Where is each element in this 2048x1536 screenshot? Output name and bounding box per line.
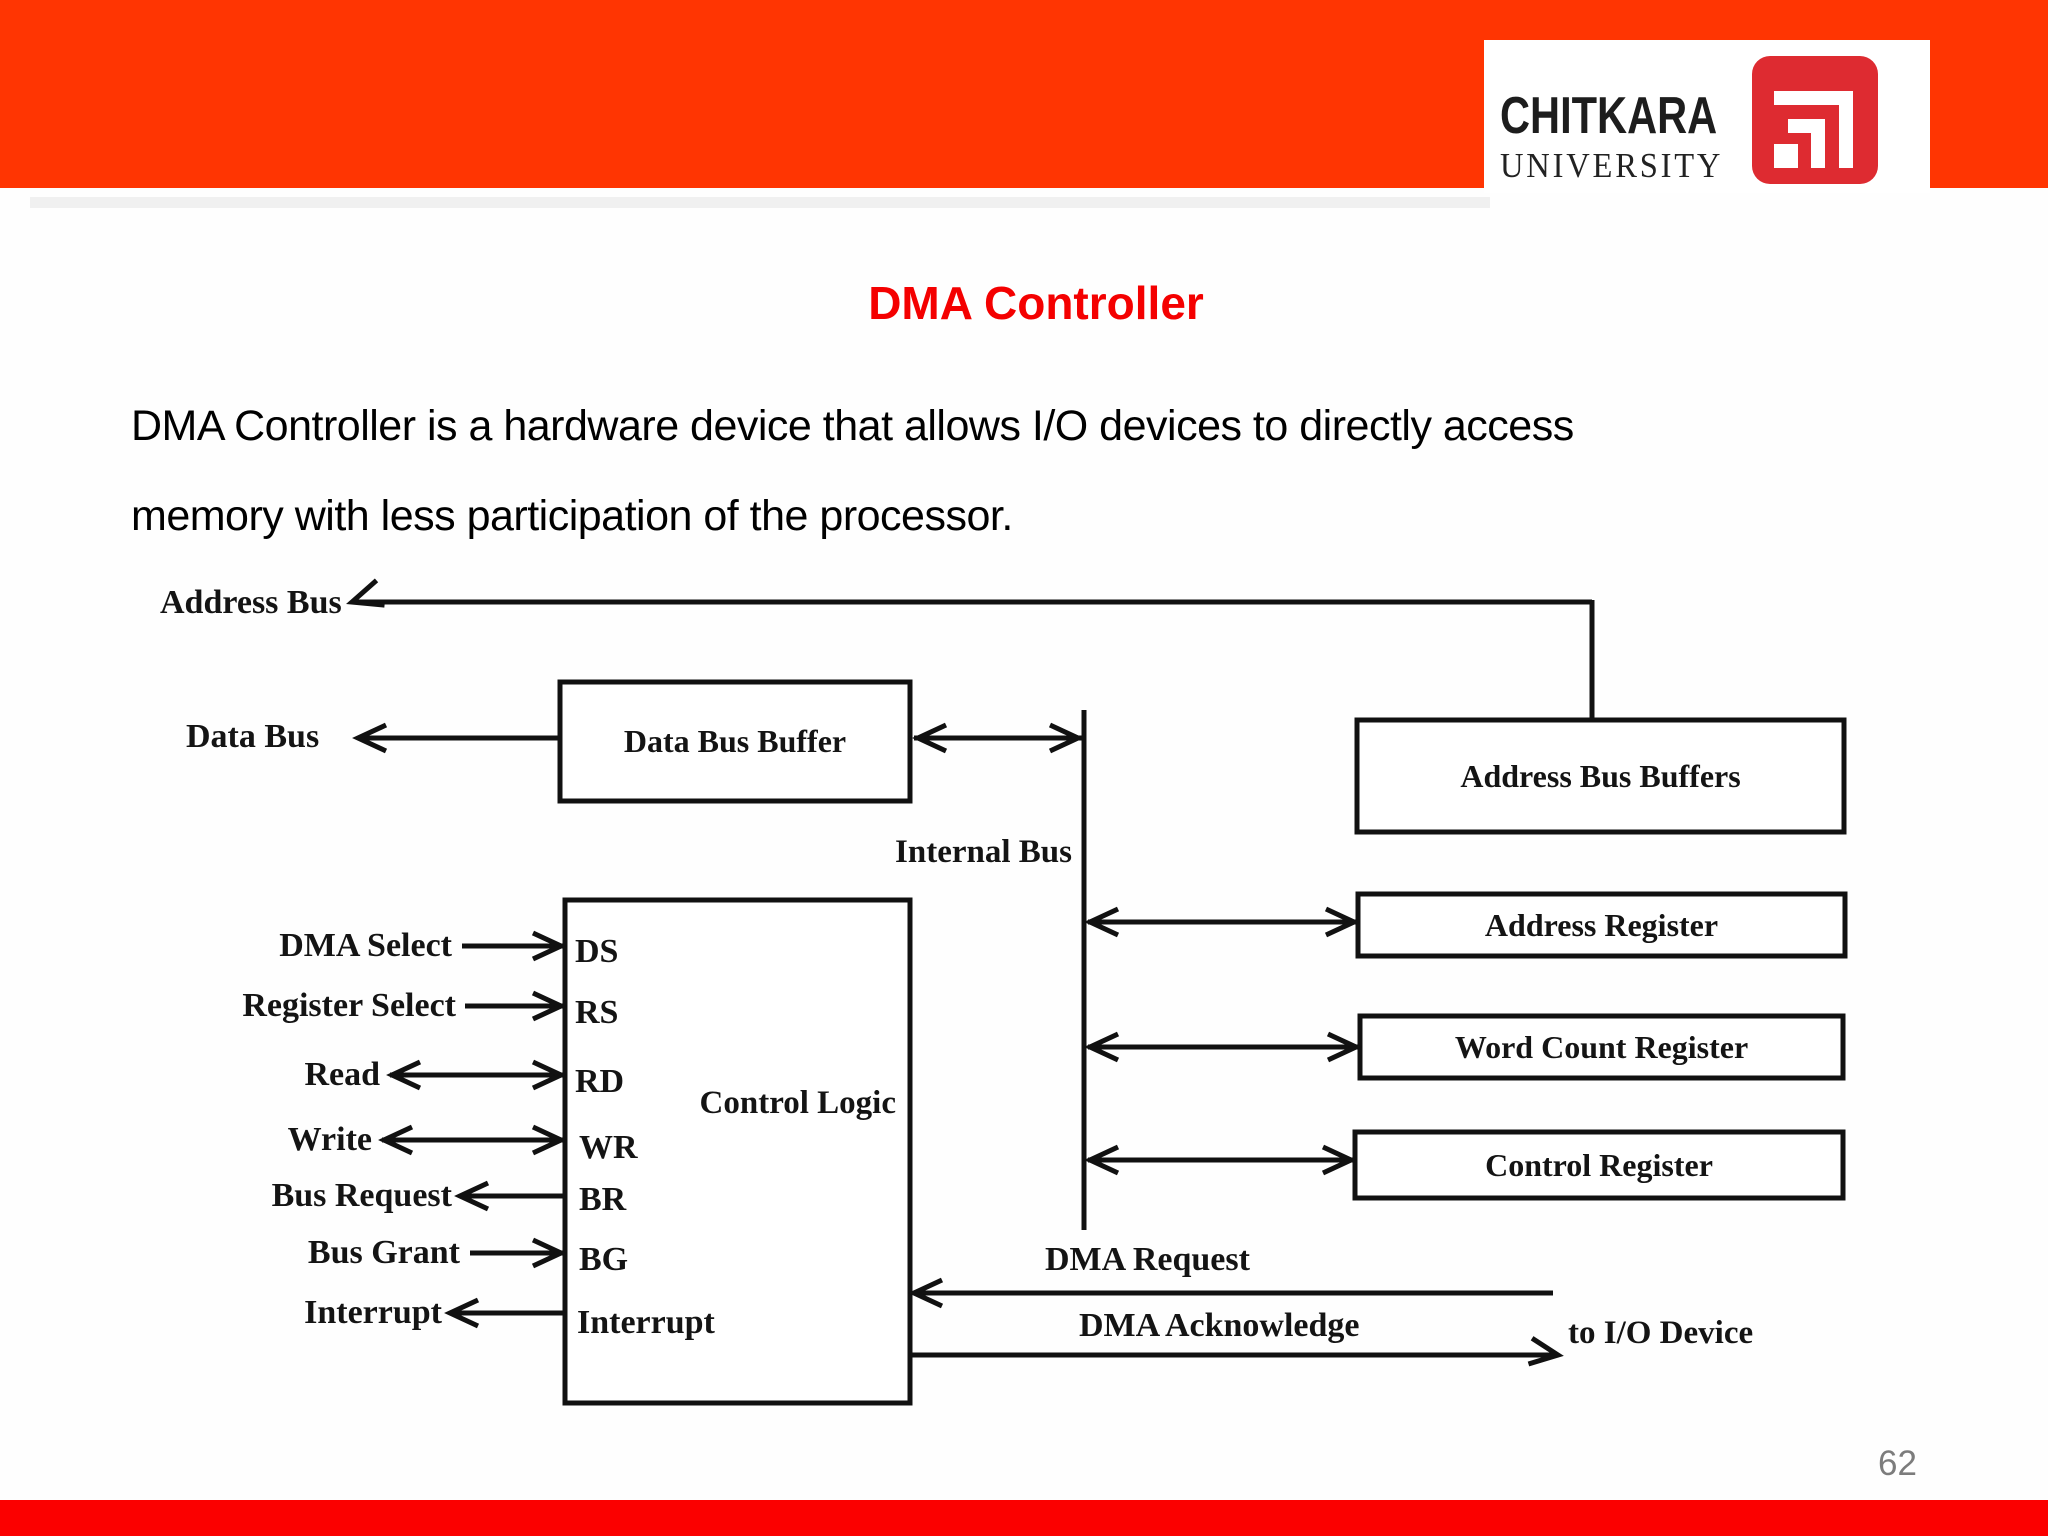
data-bus-arrowhead [352, 722, 388, 754]
data-bus-buffer-label: Data Bus Buffer [623, 723, 847, 759]
dma-select-arrowhead [531, 930, 567, 962]
bus-grant-label: Bus Grant [307, 1234, 460, 1271]
address-bus-buffers-label: Address Bus Buffers [1460, 757, 1741, 794]
address-bus-label: Address Bus [160, 584, 342, 621]
control-logic-box [562, 897, 913, 1406]
pin-interrupt-label: Interrupt [577, 1304, 715, 1341]
read-arrowhead-left [386, 1059, 422, 1091]
address-register-arrowhead-left [1084, 906, 1120, 938]
address-bus-arrowhead [346, 578, 385, 608]
dma-request-label: DMA Request [1045, 1241, 1250, 1278]
address-register-arrowhead-right [1324, 906, 1360, 938]
dma-acknowledge-label: DMA Acknowledge [1079, 1307, 1360, 1344]
university-logo: CHITKARA UNIVERSITY [1484, 40, 1930, 193]
data-bus-buffer-box [557, 679, 913, 804]
dma-acknowledge-arrowhead [1527, 1336, 1564, 1367]
data-bus-label: Data Bus [186, 718, 320, 755]
dma-select-label: DMA Select [279, 927, 452, 964]
pin-rd-label: RD [575, 1063, 625, 1100]
control-register-arrowhead-left [1084, 1144, 1120, 1176]
pin-bg-label: BG [579, 1241, 629, 1278]
body-text-line1: DMA Controller is a hardware device that… [131, 402, 1574, 450]
page-title: DMA Controller [868, 277, 1204, 329]
word-count-arrowhead-left [1084, 1031, 1120, 1063]
interrupt-arrowhead [444, 1297, 480, 1329]
control-register-box [1352, 1129, 1846, 1201]
chitkara-mark-icon [1752, 56, 1878, 184]
address-register-label: Address Register [1484, 906, 1719, 943]
control-register-arrowhead-right [1321, 1144, 1357, 1176]
pin-wr-label: WR [579, 1129, 638, 1166]
address-bus-buffers-box [1354, 717, 1847, 835]
to-io-device-label: to I/O Device [1568, 1315, 1754, 1351]
control-register-label: Control Register [1485, 1146, 1713, 1183]
dma-request-arrowhead [908, 1277, 944, 1309]
read-label: Read [304, 1056, 380, 1093]
buffer-bus-arrowhead-left [912, 722, 948, 754]
register-select-label: Register Select [242, 987, 456, 1024]
banner-shadow-strip [30, 197, 1490, 208]
bus-request-label: Bus Request [271, 1177, 452, 1214]
footer-bar [0, 1500, 2048, 1536]
pin-ds-label: DS [575, 933, 619, 970]
read-arrowhead-right [531, 1059, 567, 1091]
page-number: 62 [1878, 1444, 1917, 1483]
internal-bus-label: Internal Bus [895, 834, 1072, 870]
control-logic-label: Control Logic [699, 1085, 896, 1121]
pin-rs-label: RS [575, 994, 619, 1031]
register-select-arrowhead [531, 990, 567, 1022]
bus-request-arrowhead [454, 1180, 490, 1212]
logo-name-text: CHITKARA [1500, 87, 1718, 145]
word-count-register-box [1357, 1013, 1846, 1081]
buffer-bus-arrowhead-right [1048, 722, 1084, 754]
logo-subname-text: UNIVERSITY [1500, 146, 1724, 185]
write-arrowhead-left [378, 1124, 414, 1156]
interrupt-label: Interrupt [304, 1294, 442, 1331]
write-label: Write [287, 1121, 372, 1158]
address-register-box [1355, 891, 1848, 959]
word-count-register-label: Word Count Register [1454, 1028, 1749, 1065]
word-count-arrowhead-right [1326, 1031, 1362, 1063]
write-arrowhead-right [531, 1124, 567, 1156]
body-text-line2: memory with less participation of the pr… [131, 492, 1013, 540]
bus-grant-arrowhead [531, 1237, 567, 1269]
pin-br-label: BR [579, 1181, 627, 1218]
